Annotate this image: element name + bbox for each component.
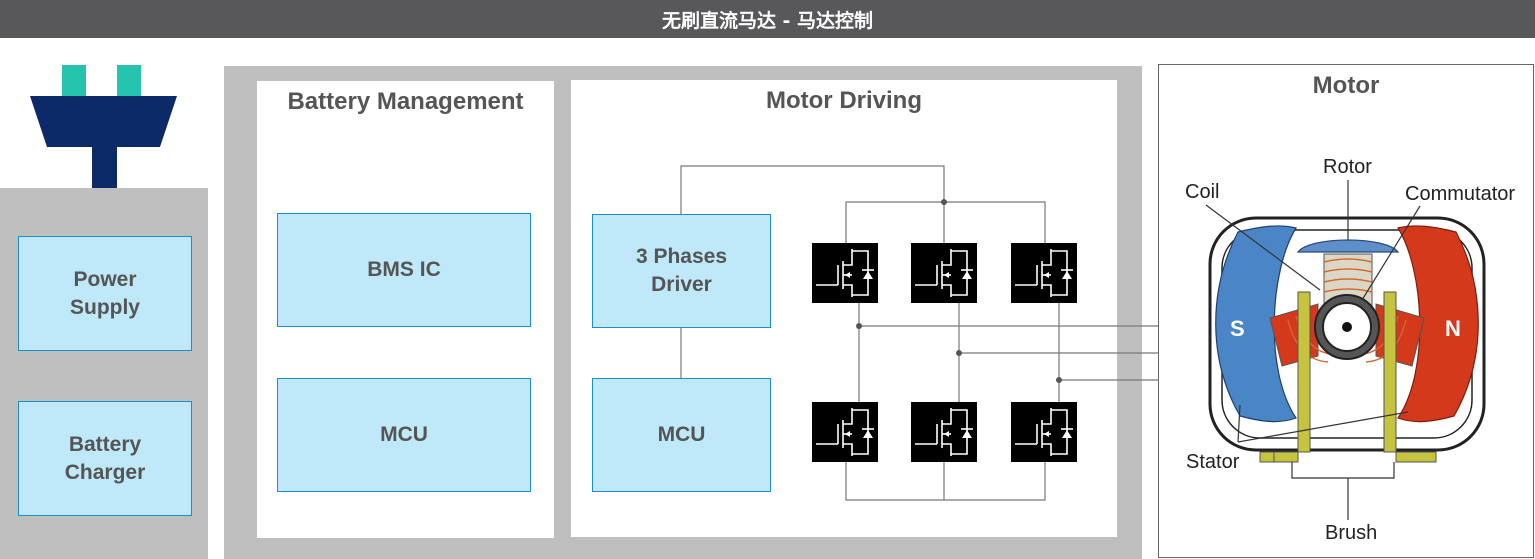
- three-phase-driver-box: 3 Phases Driver: [592, 214, 771, 328]
- motor-driving-heading: Motor Driving: [766, 87, 922, 114]
- magnet-n: [1397, 225, 1479, 423]
- battery-charger-line1: Battery: [68, 432, 142, 456]
- battery-charger-line2: Charger: [64, 460, 146, 484]
- stator-label: Stator: [1186, 451, 1240, 473]
- battery-management-heading: Battery Management: [287, 88, 524, 115]
- brush-label: Brush: [1325, 522, 1378, 544]
- rotor-label: Rotor: [1323, 156, 1372, 178]
- bms-ic-box: BMS IC: [277, 213, 531, 327]
- coil-label: Coil: [1185, 181, 1220, 203]
- power-supply-box: Power Supply: [18, 236, 192, 351]
- driver-line2: Driver: [651, 273, 712, 296]
- power-supply-line2: Supply: [69, 295, 140, 319]
- pole-n-label: N: [1445, 316, 1461, 341]
- driver-mcu-box: MCU: [592, 378, 771, 492]
- bms-mcu-box: MCU: [277, 378, 531, 492]
- magnet-s: [1215, 225, 1297, 423]
- driver-line1: 3 Phases: [635, 245, 728, 268]
- power-supply-line1: Power: [73, 267, 137, 291]
- diagram-title: 无刷直流马达 - 马达控制: [0, 0, 1535, 38]
- commutator-label: Commutator: [1405, 183, 1516, 205]
- battery-charger-box: Battery Charger: [18, 401, 192, 516]
- pole-s-label: S: [1230, 316, 1245, 341]
- motor-heading: Motor: [1312, 72, 1380, 99]
